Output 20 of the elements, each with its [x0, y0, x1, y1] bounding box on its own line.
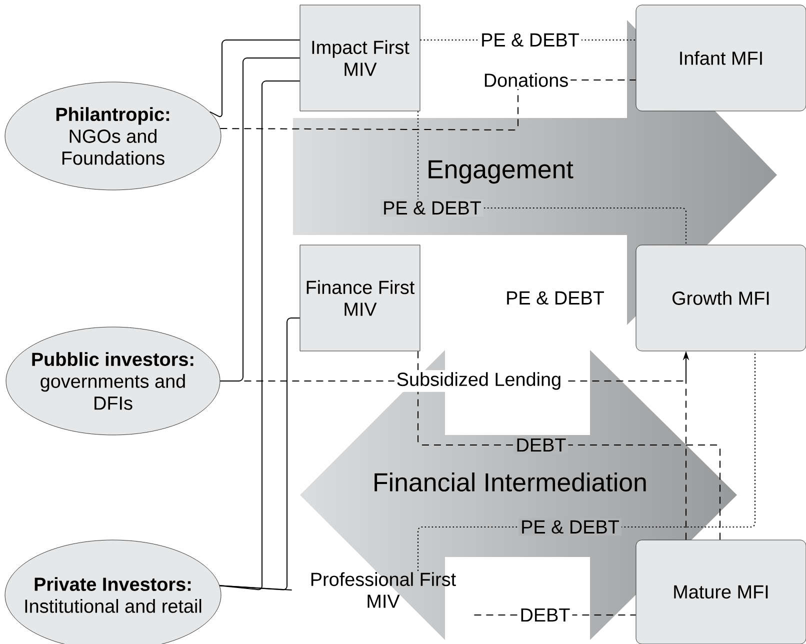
connector-line [209, 40, 300, 118]
double-arrow: Financial Intermediation [374, 472, 646, 492]
connector-line [219, 585, 292, 590]
edge-label: DEBT [514, 436, 568, 454]
process-box: Finance First MIV [300, 244, 420, 352]
process-box: Impact First MIV [300, 4, 420, 112]
connector-line [220, 80, 636, 130]
rounded-box: Growth MFI [636, 244, 806, 352]
node-text: Professional First MIV [311, 572, 456, 608]
edge-label: PE & DEBT [478, 31, 582, 49]
rounded-box: Infant MFI [636, 4, 806, 112]
edge-label: DEBT [518, 606, 572, 624]
rounded-box: Mature MFI [636, 540, 806, 644]
engagement-arrow: Engagement [428, 160, 574, 184]
edge-label: PE & DEBT [518, 518, 622, 536]
flow-label: PE & DEBT [507, 291, 604, 305]
edge-label: Donations [481, 71, 571, 89]
connector-line [219, 80, 300, 590]
edge-label: Subsidized Lending [394, 370, 564, 392]
edge-label: PE & DEBT [380, 199, 484, 217]
